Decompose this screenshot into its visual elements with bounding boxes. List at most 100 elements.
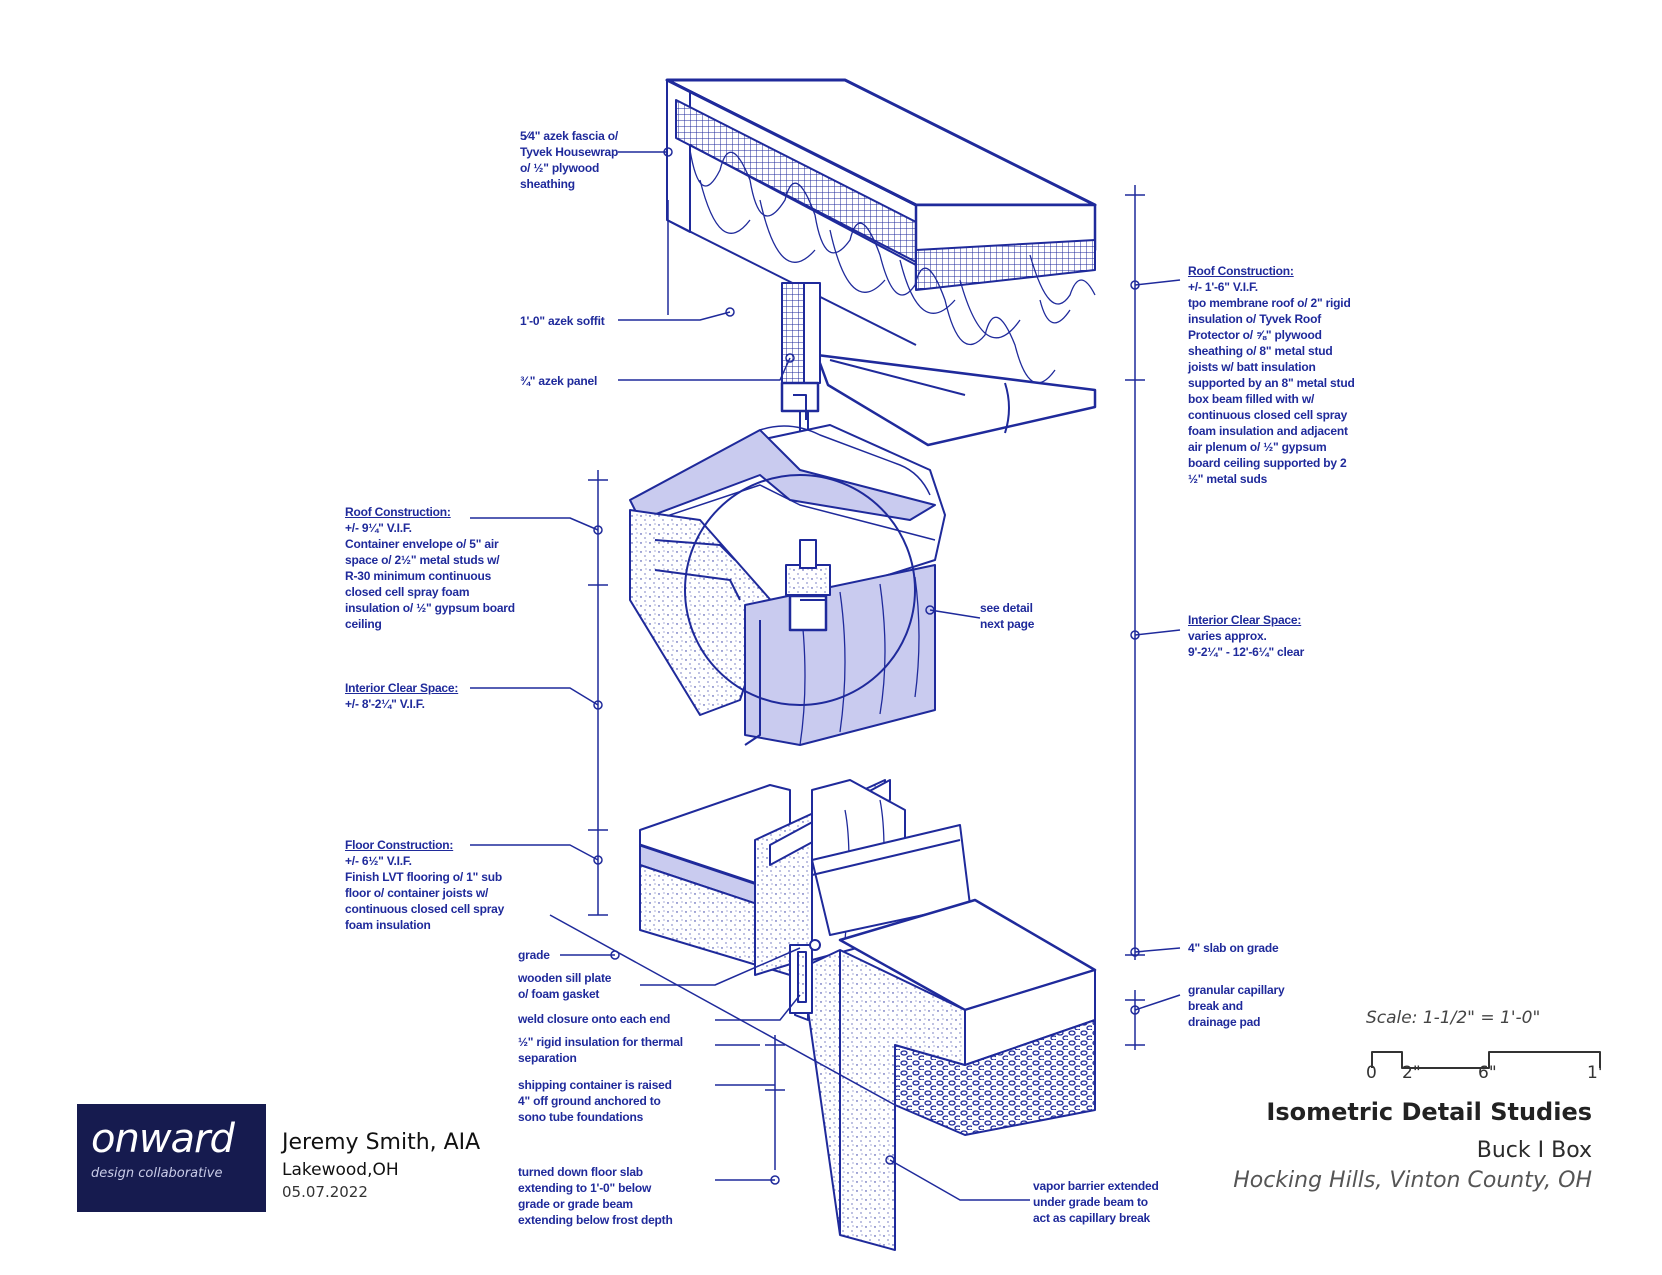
note-line: vapor barrier extended bbox=[1033, 1179, 1159, 1193]
scale-tick-label: 2" bbox=[1402, 1063, 1421, 1083]
note-line: under grade beam to bbox=[1033, 1195, 1148, 1209]
floor-construction-note: Floor Construction: +/- 6½" V.I.F. Finis… bbox=[345, 837, 504, 933]
scale-title: Scale: 1-1/2" = 1'-0" bbox=[1366, 1008, 1541, 1028]
note-line: continuous closed cell spray bbox=[345, 902, 505, 916]
note-line: o/ foam gasket bbox=[518, 987, 600, 1001]
note-line: floor o/ container joists w/ bbox=[345, 886, 489, 900]
roof-construction-left-note: Roof Construction: +/- 9¼" V.I.F. Contai… bbox=[345, 504, 515, 632]
interior-clear-right-note: Interior Clear Space: varies approx. 9'-… bbox=[1188, 612, 1304, 660]
project-name: Buck I Box bbox=[1476, 1138, 1592, 1163]
fascia-note-line: 5⁄4" azek fascia o/ bbox=[520, 129, 618, 143]
note-line: separation bbox=[518, 1051, 577, 1065]
note-line: varies approx. bbox=[1188, 629, 1267, 643]
note-line: sono tube foundations bbox=[518, 1110, 644, 1124]
roof-construction-right-note: Roof Construction: +/- 1'-6" V.I.F. tpo … bbox=[1188, 263, 1355, 487]
note-line: grade or grade beam bbox=[518, 1197, 633, 1211]
dimension-lines bbox=[588, 185, 1145, 1170]
vapor-barrier-note: vapor barrier extended under grade beam … bbox=[1033, 1178, 1159, 1226]
note-line: ½" rigid insulation for thermal bbox=[518, 1035, 683, 1049]
panel-note: ¾" azek panel bbox=[520, 373, 597, 389]
weld-closure-note: weld closure onto each end bbox=[518, 1011, 670, 1027]
note-line: tpo membrane roof o/ 2" rigid bbox=[1188, 296, 1351, 310]
note-line: space o/ 2½" metal studs w/ bbox=[345, 553, 500, 567]
floor-foundation-assembly bbox=[549, 779, 1097, 1251]
note-line: +/- 9¼" V.I.F. bbox=[345, 521, 412, 535]
note-heading: Roof Construction: bbox=[345, 505, 451, 519]
note-line: ceiling bbox=[345, 617, 382, 631]
weld-note-text: weld closure onto each end bbox=[518, 1012, 671, 1026]
drawing-date: 05.07.2022 bbox=[282, 1183, 368, 1201]
container-raised-note: shipping container is raised 4" off grou… bbox=[518, 1077, 672, 1125]
note-line: foam insulation bbox=[345, 918, 431, 932]
note-heading: Interior Clear Space: bbox=[1188, 613, 1302, 627]
note-line: next page bbox=[980, 617, 1035, 631]
slab-on-grade-note: 4" slab on grade bbox=[1188, 940, 1279, 956]
note-line: drainage pad bbox=[1188, 1015, 1261, 1029]
note-line: +/- 6½" V.I.F. bbox=[345, 854, 412, 868]
fascia-note-line: o/ ½" plywood bbox=[520, 161, 600, 175]
note-line: closed cell spray foam bbox=[345, 585, 470, 599]
scale-tick-label: 1' bbox=[1587, 1063, 1603, 1083]
note-line: foam insulation and adjacent bbox=[1188, 424, 1348, 438]
note-line: shipping container is raised bbox=[518, 1078, 672, 1092]
scale-tick-label: 0 bbox=[1366, 1063, 1377, 1083]
note-line: turned down floor slab bbox=[518, 1165, 643, 1179]
note-line: Finish LVT flooring o/ 1" sub bbox=[345, 870, 502, 884]
architect-city: Lakewood,OH bbox=[282, 1160, 399, 1180]
note-line: act as capillary break bbox=[1033, 1211, 1151, 1225]
logo-wordmark: onward bbox=[91, 1116, 235, 1162]
note-line: supported by an 8" metal stud bbox=[1188, 376, 1355, 390]
scale-bar bbox=[1371, 1051, 1601, 1069]
note-line: air plenum o/ ½" gypsum bbox=[1188, 440, 1327, 454]
soffit-note-text: 1'-0" azek soffit bbox=[520, 314, 605, 328]
sill-plate-note: wooden sill plate o/ foam gasket bbox=[518, 970, 611, 1002]
leader-lines bbox=[470, 147, 1181, 1201]
note-line: R-30 minimum continuous bbox=[345, 569, 492, 583]
note-line: continuous closed cell spray bbox=[1188, 408, 1348, 422]
interior-clear-left-note: Interior Clear Space: +/- 8'-2¼" V.I.F. bbox=[345, 680, 458, 712]
note-line: see detail bbox=[980, 601, 1033, 615]
note-line: extending below frost depth bbox=[518, 1213, 673, 1227]
logo-tagline: design collaborative bbox=[91, 1166, 223, 1181]
panel-note-text: ¾" azek panel bbox=[520, 374, 598, 388]
note-line: Container envelope o/ 5" air bbox=[345, 537, 499, 551]
container-wall-assembly bbox=[629, 424, 946, 746]
note-line: Protector o/ ⅝" plywood bbox=[1188, 328, 1322, 342]
note-line: insulation o/ Tyvek Roof bbox=[1188, 312, 1321, 326]
note-line: extending to 1'-0" below bbox=[518, 1181, 652, 1195]
onward-logo: onward design collaborative bbox=[77, 1104, 266, 1212]
note-line: 9'-2¼" - 12'-6¼" clear bbox=[1188, 645, 1305, 659]
note-line: insulation o/ ½" gypsum board bbox=[345, 601, 515, 615]
turned-down-slab-note: turned down floor slab extending to 1'-0… bbox=[518, 1164, 673, 1228]
note-line: 4" off ground anchored to bbox=[518, 1094, 661, 1108]
rigid-insulation-note: ½" rigid insulation for thermal separati… bbox=[518, 1034, 683, 1066]
note-heading: Floor Construction: bbox=[345, 838, 454, 852]
soffit-note: 1'-0" azek soffit bbox=[520, 313, 605, 329]
grade-note: grade bbox=[518, 947, 550, 963]
slab-on-grade-text: 4" slab on grade bbox=[1188, 941, 1279, 955]
note-heading: Roof Construction: bbox=[1188, 264, 1294, 278]
architect-name: Jeremy Smith, AIA bbox=[282, 1130, 481, 1155]
note-line: wooden sill plate bbox=[518, 971, 612, 985]
note-line: granular capillary bbox=[1188, 983, 1285, 997]
fascia-note-line: sheathing bbox=[520, 177, 575, 191]
drawing-title: Isometric Detail Studies bbox=[1266, 1098, 1592, 1126]
scale-tick-label: 6" bbox=[1478, 1063, 1497, 1083]
capillary-break-note: granular capillary break and drainage pa… bbox=[1188, 982, 1285, 1030]
grade-note-text: grade bbox=[518, 948, 550, 962]
note-line: board ceiling supported by 2 bbox=[1188, 456, 1347, 470]
see-detail-note: see detail next page bbox=[980, 600, 1034, 632]
note-line: sheathing o/ 8" metal stud bbox=[1188, 344, 1333, 358]
fascia-note: 5⁄4" azek fascia o/ Tyvek Housewrap o/ ½… bbox=[520, 128, 618, 192]
fascia-note-line: Tyvek Housewrap bbox=[520, 145, 619, 159]
project-location: Hocking Hills, Vinton County, OH bbox=[1233, 1168, 1592, 1193]
note-line: joists w/ batt insulation bbox=[1188, 360, 1316, 374]
note-line: break and bbox=[1188, 999, 1243, 1013]
note-line: ½" metal suds bbox=[1188, 472, 1268, 486]
note-heading: Interior Clear Space: bbox=[345, 681, 459, 695]
note-line: box beam filled with w/ bbox=[1188, 392, 1315, 406]
note-line: +/- 8'-2¼" V.I.F. bbox=[345, 697, 425, 711]
note-line: +/- 1'-6" V.I.F. bbox=[1188, 280, 1258, 294]
roof-overhang-assembly bbox=[665, 78, 1097, 540]
